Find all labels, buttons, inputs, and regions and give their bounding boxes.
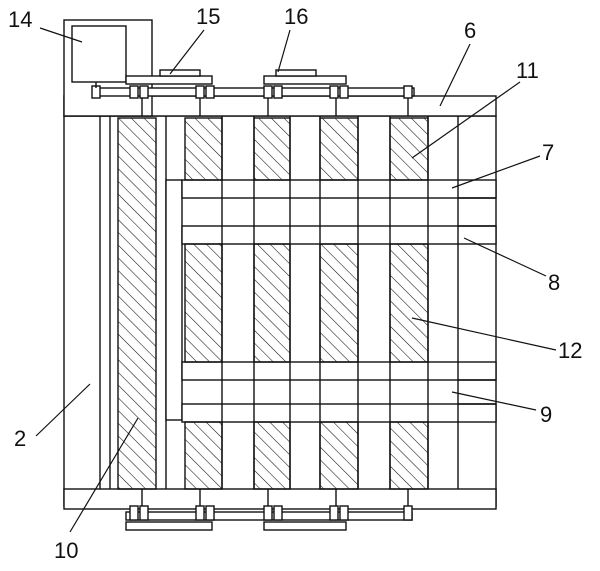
label-12: 12 — [558, 338, 582, 363]
leader-lines — [35, 27, 557, 533]
long-hatched-column — [117, 117, 157, 490]
channel-middle — [181, 361, 497, 381]
channel-trunk — [165, 179, 183, 421]
label-9: 9 — [540, 402, 552, 427]
label-11: 11 — [516, 58, 539, 83]
label-10: 10 — [54, 538, 78, 563]
top-gear-assembly — [91, 69, 415, 116]
label-15: 15 — [196, 4, 220, 29]
label-7: 7 — [542, 140, 554, 165]
label-2: 2 — [14, 426, 26, 451]
label-14: 14 — [8, 7, 32, 32]
channel-8 — [181, 225, 497, 245]
label-6: 6 — [464, 18, 476, 43]
motor-box — [71, 25, 127, 83]
label-16: 16 — [284, 4, 308, 29]
channel-9 — [181, 403, 497, 423]
bottom-hatched-plates — [184, 421, 429, 490]
channel-7 — [181, 179, 497, 199]
middle-hatched-plates — [184, 243, 429, 363]
top-hatched-plates — [184, 117, 429, 181]
label-8: 8 — [548, 270, 560, 295]
bottom-gear-assembly — [125, 489, 413, 531]
